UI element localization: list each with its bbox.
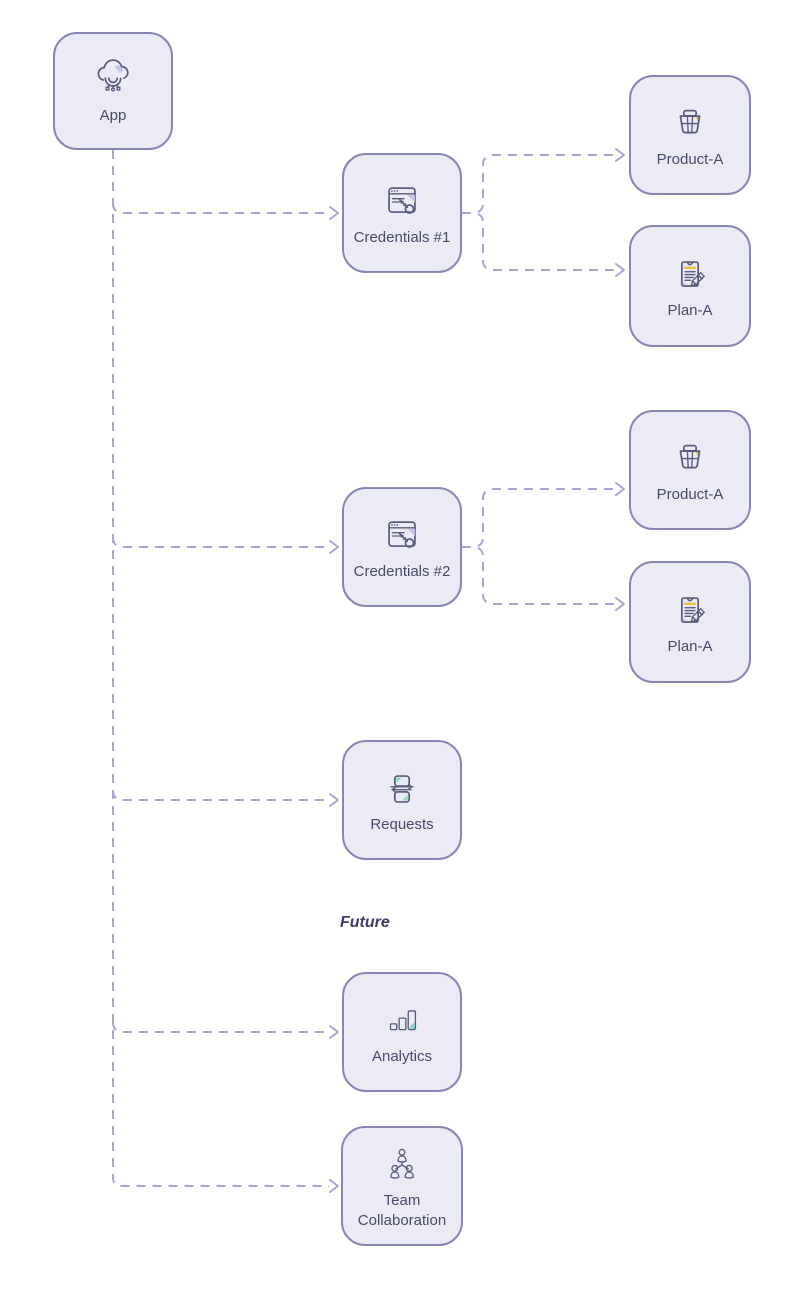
node-credentials-1[interactable]: Credentials #1 xyxy=(342,153,462,273)
edge-credentials2-plan-a xyxy=(462,546,616,605)
credentials-key-icon xyxy=(379,513,425,559)
edge-credentials1-plan-a xyxy=(462,212,616,271)
arrowhead-icon xyxy=(615,597,625,611)
edge-credentials2-product-a xyxy=(462,488,616,548)
arrowhead-icon xyxy=(329,540,339,554)
cloud-app-icon xyxy=(90,57,136,103)
edge-credentials1-product-a xyxy=(462,154,616,214)
node-label: Analytics xyxy=(371,1047,433,1065)
edge-app-credentials2 xyxy=(112,536,329,548)
arrowhead-icon xyxy=(615,148,625,162)
product-basket-icon xyxy=(667,436,713,482)
arrowhead-icon xyxy=(329,1179,339,1193)
node-label: Credentials #1 xyxy=(353,228,451,246)
arrowhead-icon xyxy=(615,482,625,496)
requests-sync-icon xyxy=(379,766,425,812)
future-annotation: Future xyxy=(340,914,390,931)
arrowhead-icon xyxy=(329,1025,339,1039)
node-label: Product-A xyxy=(656,485,724,503)
arrowhead-icon xyxy=(329,793,339,807)
node-label: Credentials #2 xyxy=(353,562,451,580)
product-basket-icon xyxy=(667,101,713,147)
node-label: Plan-A xyxy=(667,637,713,655)
node-label: Product-A xyxy=(656,150,724,168)
edge-app-credentials1 xyxy=(112,202,329,214)
node-analytics[interactable]: Analytics xyxy=(342,972,462,1092)
node-plan-a-1[interactable]: Plan-A xyxy=(629,225,751,347)
arrowhead-icon xyxy=(615,263,625,277)
node-requests[interactable]: Requests xyxy=(342,740,462,860)
node-credentials-2[interactable]: Credentials #2 xyxy=(342,487,462,607)
node-app[interactable]: App xyxy=(53,32,173,150)
analytics-bars-icon xyxy=(379,998,425,1044)
node-team-collaboration[interactable]: Team Collaboration xyxy=(341,1126,463,1246)
node-label: Plan-A xyxy=(667,301,713,319)
edge-app-analytics xyxy=(112,1021,329,1033)
node-plan-a-2[interactable]: Plan-A xyxy=(629,561,751,683)
node-product-a-1[interactable]: Product-A xyxy=(629,75,751,195)
team-people-icon xyxy=(379,1142,425,1188)
node-product-a-2[interactable]: Product-A xyxy=(629,410,751,530)
credentials-key-icon xyxy=(379,179,425,225)
edge-app-requests xyxy=(112,789,329,801)
node-label: App xyxy=(99,106,127,124)
node-label: Team Collaboration xyxy=(357,1192,447,1229)
node-label: Requests xyxy=(370,815,434,833)
plan-clipboard-icon xyxy=(667,252,713,298)
plan-clipboard-icon xyxy=(667,588,713,634)
arrowhead-icon xyxy=(329,206,339,220)
edge-app-team-collaboration xyxy=(112,150,329,1187)
